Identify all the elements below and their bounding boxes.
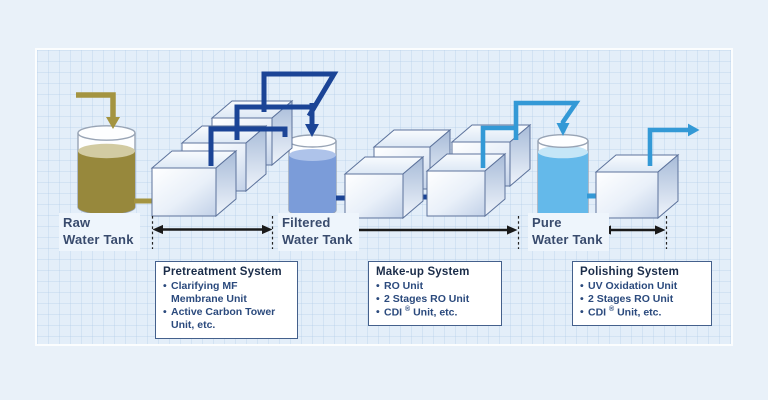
outlet-arrowhead [688,123,700,137]
bullet-line: •Active Carbon Tower [163,306,276,319]
span-arrowhead-left [152,224,163,235]
raw-tank-label: Raw Water Tank [59,213,140,251]
pure-tank-liquid-surface [538,145,588,159]
treatment-unit-box [425,152,507,218]
pure-water-tank [537,133,589,220]
pure-tank-label-line2: Water Tank [532,231,603,247]
box-front-face [426,170,486,217]
pure-tank-label-line1: Pure [532,215,562,230]
treatment-unit-box [150,149,238,218]
bullet-line: •RO Unit [376,280,424,292]
filtered-inlet-arrowhead [305,124,319,137]
filtered-tank-liquid-surface [289,149,336,161]
filtered-tank-label-line2: Water Tank [282,231,353,247]
pure-tank-rim [537,133,589,148]
bullet-line: •2 Stages RO Unit [376,293,470,306]
span-arrowhead-right [655,225,666,235]
bullet-line: •UV Oxidation Unit [580,280,678,292]
box-front-face [595,171,659,219]
pretreatment-pipe-back [261,71,339,118]
filtered-tank-label-line1: Filtered [282,215,331,230]
filtered-tank-rim [288,134,337,148]
span-arrowhead-right [507,225,518,235]
pure-tank-liquid [538,152,588,220]
treatment-unit-box [343,155,425,220]
raw-inlet-pipe [76,92,116,118]
filtered-water-tank [288,134,337,217]
pretreatment-pipe-front [208,126,288,166]
box-front-face [151,167,217,217]
pretreatment-system-title: Pretreatment System [163,266,282,278]
filtered-tank-liquid [289,155,336,216]
raw-water-tank [77,125,136,215]
pure-tank-label: Pure Water Tank [528,213,609,251]
raw-tank-label-line1: Raw [63,215,91,230]
span-arrowhead-right [262,224,273,235]
bullet-line: Unit, etc. [171,319,216,332]
bullet-line: Membrane Unit [171,293,247,306]
raw-inlet-arrowhead [106,117,120,129]
raw-tank-liquid-surface [78,143,135,159]
makeup-system-bullets: •RO Unit•2 Stages RO Unit•CDI ® Unit, et… [376,280,494,320]
polishing-system-box: Polishing System •UV Oxidation Unit•2 St… [572,261,712,326]
makeup-pipe-back [513,100,581,140]
bullet-line: •CDI ® Unit, etc. [376,306,458,319]
box-front-face [344,173,404,219]
raw-tank-liquid [78,151,135,215]
polishing-system-bullets: •UV Oxidation Unit•2 Stages RO Unit•CDI … [580,280,704,320]
pure-inlet-arrowhead [556,123,570,136]
makeup-pipe-front [480,125,517,168]
bullet-line: •2 Stages RO Unit [580,293,674,306]
bullet-line: •CDI ® Unit, etc. [580,306,662,319]
overhead-pipes [76,71,700,168]
makeup-system-title: Make-up System [376,266,470,278]
polishing-system-title: Polishing System [580,266,680,278]
treatment-unit-box [594,153,680,220]
raw-tank-label-line2: Water Tank [63,231,134,247]
polishing-outlet-pipe [647,127,688,166]
filtered-tank-label: Filtered Water Tank [278,213,359,251]
raw-tank-rim [77,125,136,141]
bullet-line: •Clarifying MF [163,280,238,292]
treatment-unit-boxes [150,99,680,220]
makeup-system-box: Make-up System •RO Unit•2 Stages RO Unit… [368,261,502,326]
